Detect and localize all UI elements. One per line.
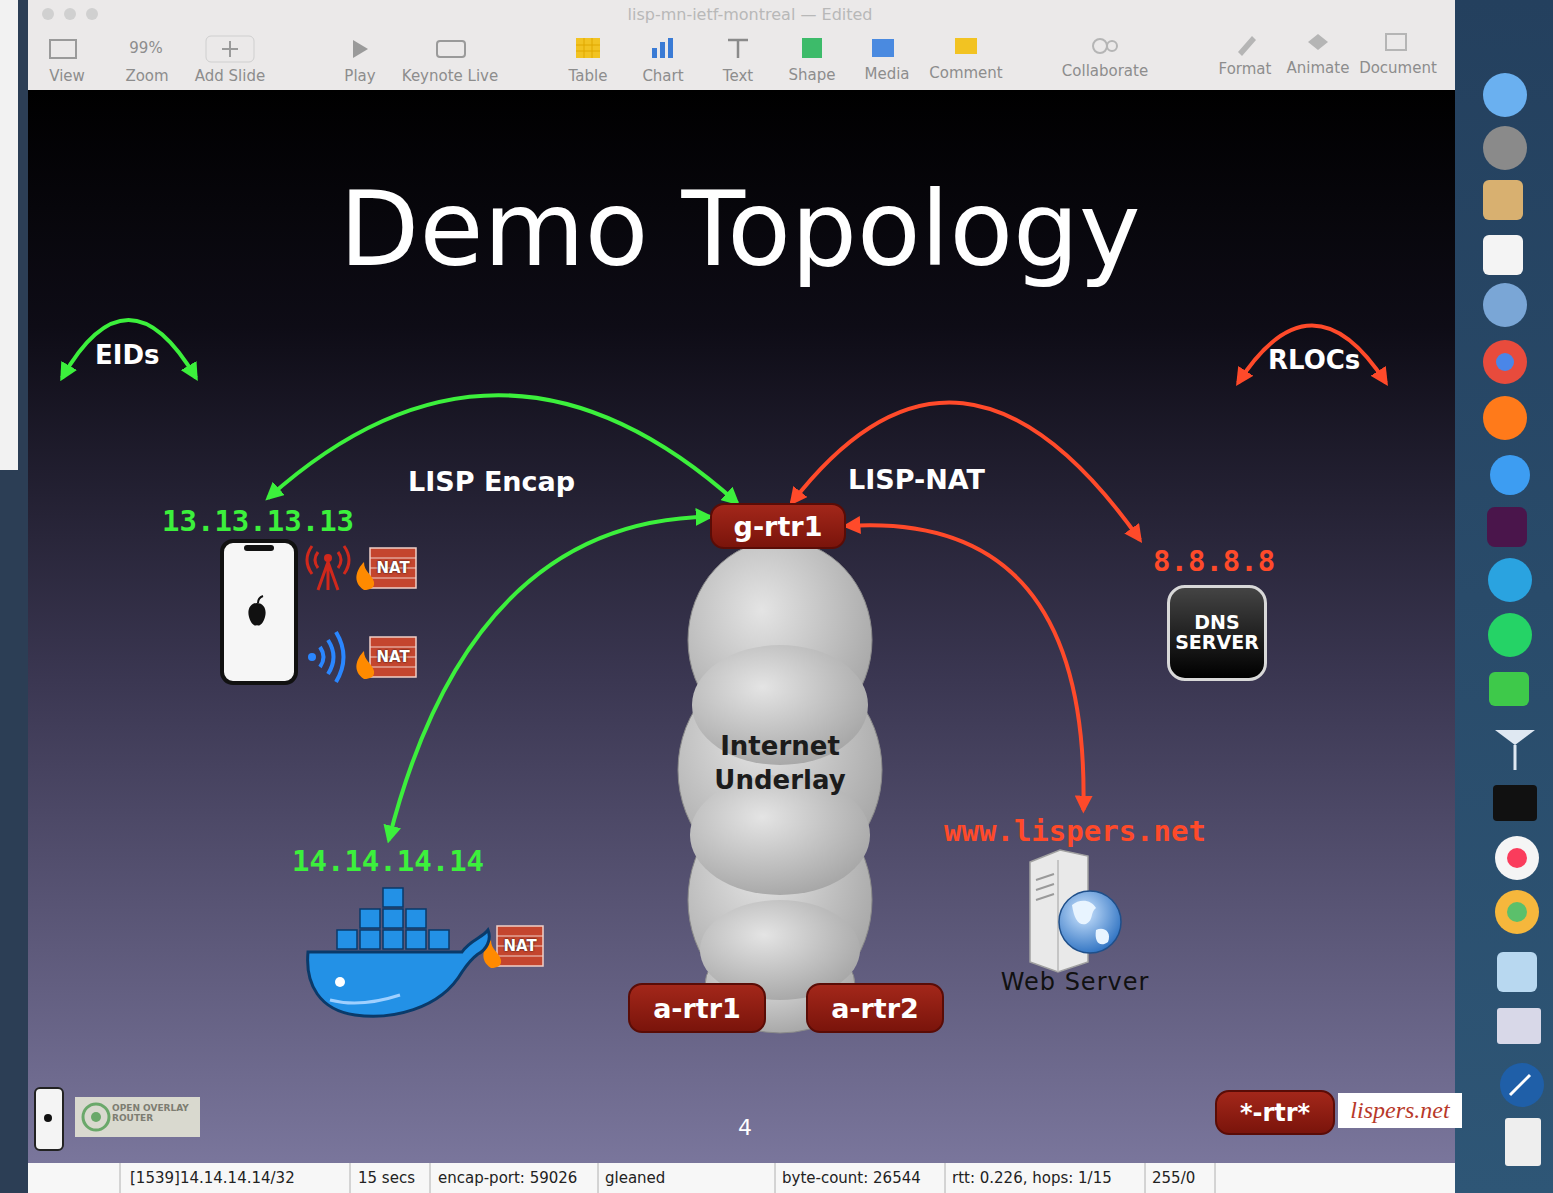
rloc-address: www.lispers.net [935, 814, 1215, 848]
eid-address: 14.14.14.14 [292, 844, 484, 878]
router-name: a-rtr2 [831, 993, 919, 1024]
toolbar-label: Collaborate [1062, 62, 1148, 80]
router-box: a-rtr2 [806, 983, 944, 1033]
table-cell: [1539]14.14.14.14/32 [130, 1169, 295, 1187]
brand-text: lispers.net [1350, 1097, 1449, 1124]
table-cell: rtt: 0.226, hops: 1/15 [952, 1169, 1112, 1187]
table-cell: byte-count: 26544 [782, 1169, 921, 1187]
router-name: a-rtr1 [653, 993, 741, 1024]
legend-heading: RLOCs [1268, 345, 1360, 375]
link-arrow [268, 395, 737, 503]
router-badge: *-rtr* [1215, 1090, 1335, 1135]
docker-endpoint: 14.14.14.14 [288, 840, 553, 1025]
router-name: g-rtr1 [734, 511, 823, 542]
toolbar-label: Shape [789, 66, 836, 84]
nat-badge: NAT [376, 559, 409, 577]
toolbar-label: Table [569, 67, 608, 85]
window-title: lisp-mn-ietf-montreal — Edited [627, 5, 872, 24]
toolbar-label: Format [1219, 60, 1272, 78]
toolbar-label: Play [344, 67, 375, 85]
link-arrow [389, 517, 710, 840]
toolbar-label: Zoom [125, 67, 168, 85]
internet-cloud: Internet Underlay [680, 548, 880, 980]
toolbar-label: Animate [1287, 59, 1350, 77]
nat-badge: NAT [376, 648, 409, 666]
link-label: LISP Encap [408, 466, 575, 497]
toolbar-label: Add Slide [195, 67, 265, 85]
dns-icon-text: DNS SERVER [1171, 613, 1263, 653]
brand-badge: lispers.net [1338, 1093, 1462, 1128]
logo-text: OPEN OVERLAY ROUTER [112, 1104, 197, 1124]
toolbar-label: Text [723, 67, 753, 85]
table-cell: 15 secs [358, 1169, 415, 1187]
link-label: LISP-NAT [848, 464, 985, 495]
dns-icon: DNS SERVER [1167, 585, 1267, 681]
table-cell: encap-port: 59026 [438, 1169, 577, 1187]
rloc-address: 8.8.8.8 [1153, 544, 1275, 578]
page-number: 4 [738, 1115, 752, 1140]
toolbar-label: Comment [929, 64, 1003, 82]
cloud-label: Internet Underlay [695, 730, 865, 798]
toolbar-label: Keynote Live [402, 67, 498, 85]
toolbar-label: View [49, 67, 85, 85]
dns-server: 8.8.8.8DNS SERVER [1140, 540, 1290, 685]
table-cell: gleaned [605, 1169, 665, 1187]
legend-heading: EIDs [95, 340, 160, 370]
web-server: www.lispers.netWeb Server [935, 810, 1215, 1000]
server-label: Web Server [935, 968, 1215, 996]
toolbar-label: Media [864, 65, 909, 83]
slide-title: Demo Topology [30, 168, 1450, 290]
table-cell: 255/0 [1152, 1169, 1195, 1187]
zoom-value: 99% [129, 39, 162, 57]
router-box: a-rtr1 [628, 983, 766, 1033]
router-box: g-rtr1 [710, 503, 846, 549]
link-arrow [846, 525, 1084, 810]
eid-address: 13.13.13.13 [162, 504, 354, 538]
toolbar-label: Document [1359, 59, 1437, 77]
badge-text: *-rtr* [1240, 1099, 1310, 1127]
toolbar-label: Chart [642, 67, 683, 85]
nat-badge: NAT [503, 937, 536, 955]
